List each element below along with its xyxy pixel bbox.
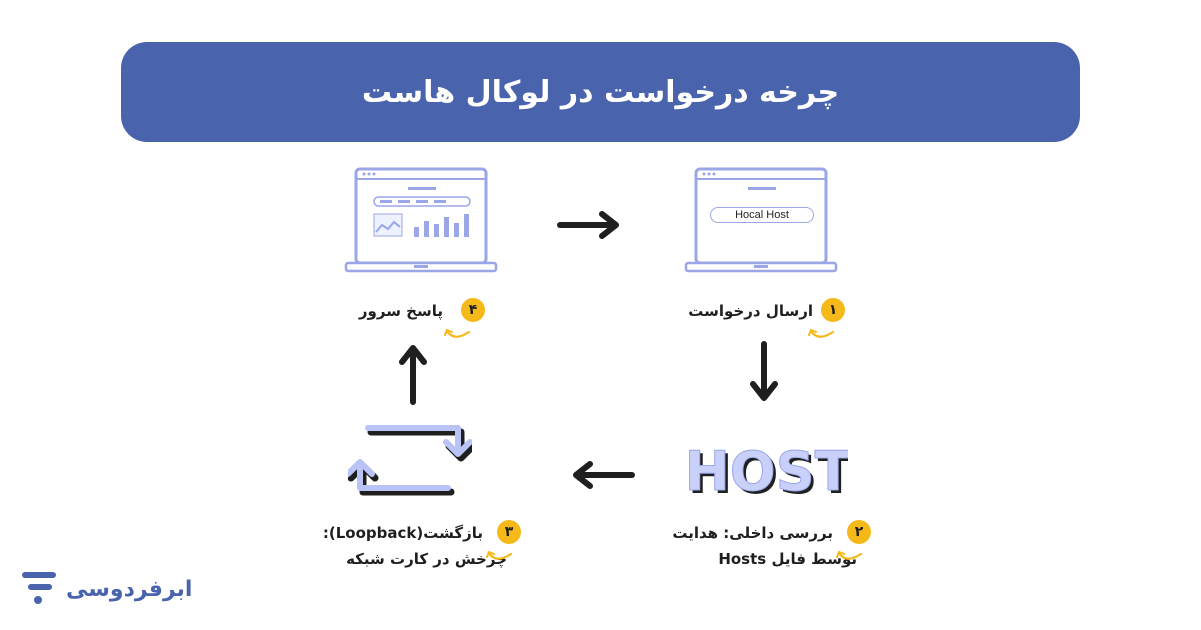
host-graphic: HOST HOST: [688, 440, 848, 503]
step-2: ۲ بررسی داخلی: هدایت توسط فایل Hosts: [672, 520, 871, 572]
step-3-curl-icon: [486, 550, 513, 560]
step-1: ۱ ارسال درخواست: [688, 298, 845, 324]
laptop-server-response-icon: [344, 167, 498, 273]
header-banner: چرخه درخواست در لوکال هاست: [121, 42, 1080, 142]
brand-name: ابرفردوسی: [66, 576, 193, 602]
laptop-request: Hocal Host: [684, 167, 838, 277]
step-1-curl-icon: [808, 328, 835, 338]
host-text: HOST: [688, 440, 848, 502]
host-shadow-text: HOST: [688, 443, 848, 502]
step-4: ۴ پاسخ سرور: [359, 298, 485, 324]
step-4-badge: ۴: [461, 298, 485, 322]
arrow-down-icon: [750, 341, 778, 401]
page-title: چرخه درخواست در لوکال هاست: [361, 74, 840, 110]
address-input-display: Hocal Host: [710, 207, 814, 223]
step-2-label-line1: بررسی داخلی: هدایت: [672, 524, 833, 542]
step-3-label-line1: بازگشت(Loopback):: [322, 524, 483, 542]
arrow-up-icon: [399, 345, 427, 405]
step-2-badge: ۲: [847, 520, 871, 544]
step-3-label-line2: چرخش در کارت شبکه: [346, 550, 507, 568]
step-2-label-line2: توسط فایل Hosts: [718, 550, 857, 568]
loopback-icon: [348, 425, 472, 496]
step-3: ۳ بازگشت(Loopback): چرخش در کارت شبکه: [323, 520, 521, 572]
step-4-label: پاسخ سرور: [358, 302, 443, 320]
step-2-curl-icon: [836, 550, 863, 560]
step-1-label: ارسال درخواست: [688, 302, 813, 320]
step-1-badge: ۱: [821, 298, 845, 322]
step-4-curl-icon: [444, 328, 471, 338]
arrow-right-icon: [557, 211, 619, 239]
arrow-left-icon: [573, 461, 635, 489]
brand-mark-icon: [22, 572, 56, 604]
laptop-request-icon: [684, 167, 838, 273]
brand-logo: ابرفردوسی: [22, 570, 192, 608]
step-3-badge: ۳: [497, 520, 521, 544]
